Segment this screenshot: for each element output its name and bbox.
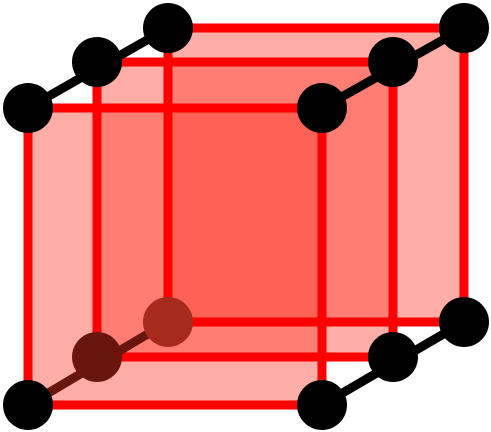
node-front-bottom-right (297, 380, 347, 430)
node-middle-top-left (72, 37, 122, 87)
node-middle-top-right (368, 37, 418, 87)
node-front-top-right (297, 83, 347, 133)
node-middle-bottom-left (72, 332, 122, 382)
cube-edges (23, 23, 469, 410)
node-back-bottom-left (143, 297, 193, 347)
node-back-top-left (143, 3, 193, 53)
middle-cube-outline (92, 57, 398, 362)
node-middle-bottom-right (368, 332, 418, 382)
node-front-bottom-left (3, 380, 53, 430)
front-cube-outline (23, 103, 327, 410)
node-back-top-right (439, 3, 489, 53)
node-front-top-left (3, 83, 53, 133)
back-cube-face (168, 28, 464, 322)
node-back-bottom-right (439, 297, 489, 347)
back-cube-outline (163, 23, 469, 327)
vertex-nodes (3, 3, 489, 430)
